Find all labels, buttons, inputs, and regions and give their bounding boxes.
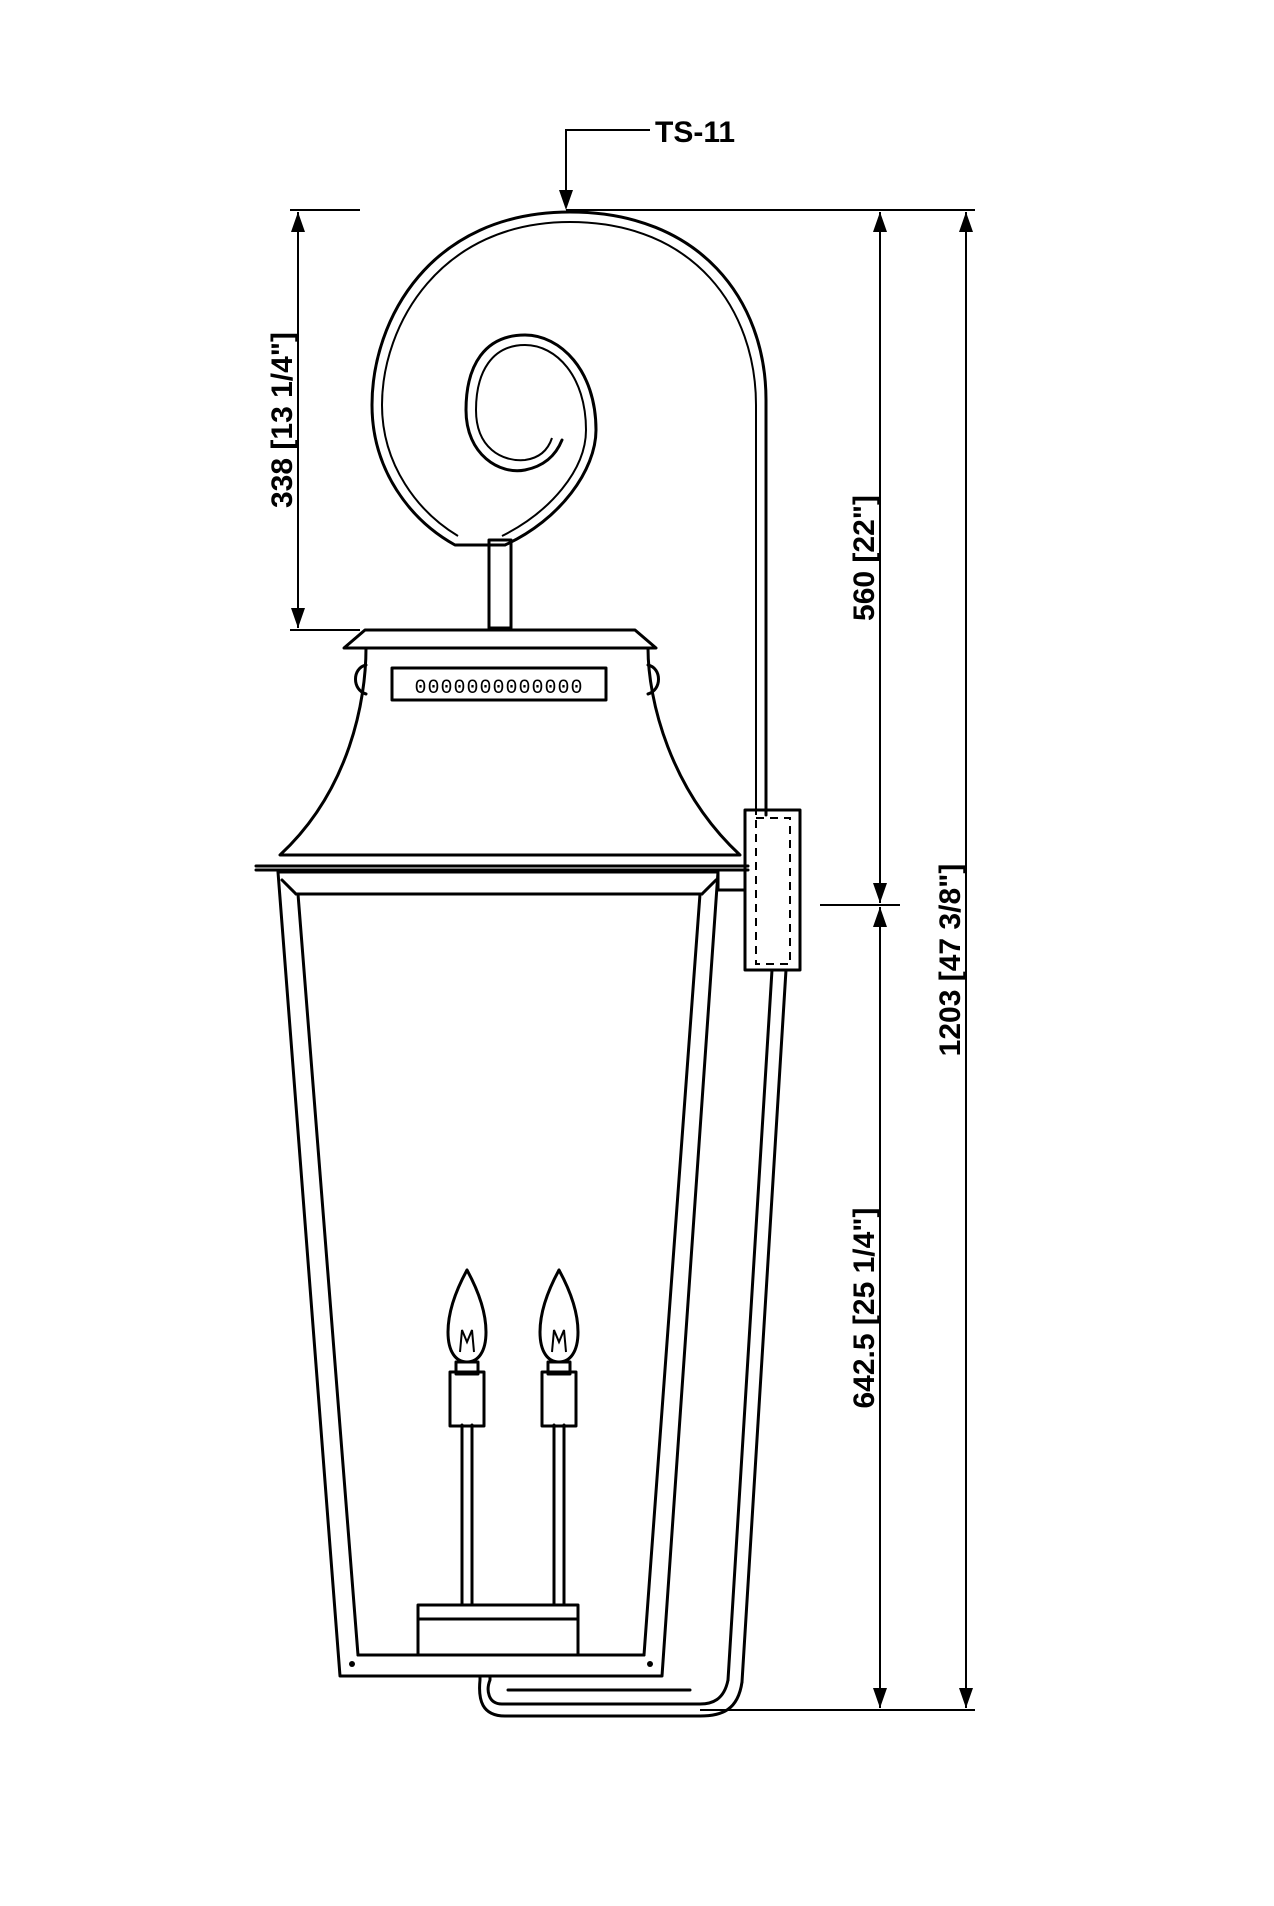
dimension-lower-height [700,907,900,1711]
support-arm [478,968,788,1718]
dimension-lower-height-label: 642.5 [25 1/4"] [848,1207,881,1408]
lantern-body [276,870,720,1678]
scroll-bracket [370,210,768,817]
dimension-upper-height [566,209,900,906]
vent-slots: 0000000000000 [414,677,583,700]
dimension-overall-height [900,209,975,1711]
dimension-scroll-height-label: 338 [13 1/4"] [266,332,299,508]
dimension-scroll-height [290,209,360,631]
dimension-upper-height-label: 560 [22"] [848,495,881,621]
candle-cluster [416,1268,580,1657]
dimension-overall-height-label: 1203 [47 3/8"] [934,864,967,1057]
part-tag-leader [559,129,650,210]
wall-mount-plate [716,808,802,972]
lantern-canopy [254,628,750,872]
part-tag-label: TS-11 [655,116,735,149]
